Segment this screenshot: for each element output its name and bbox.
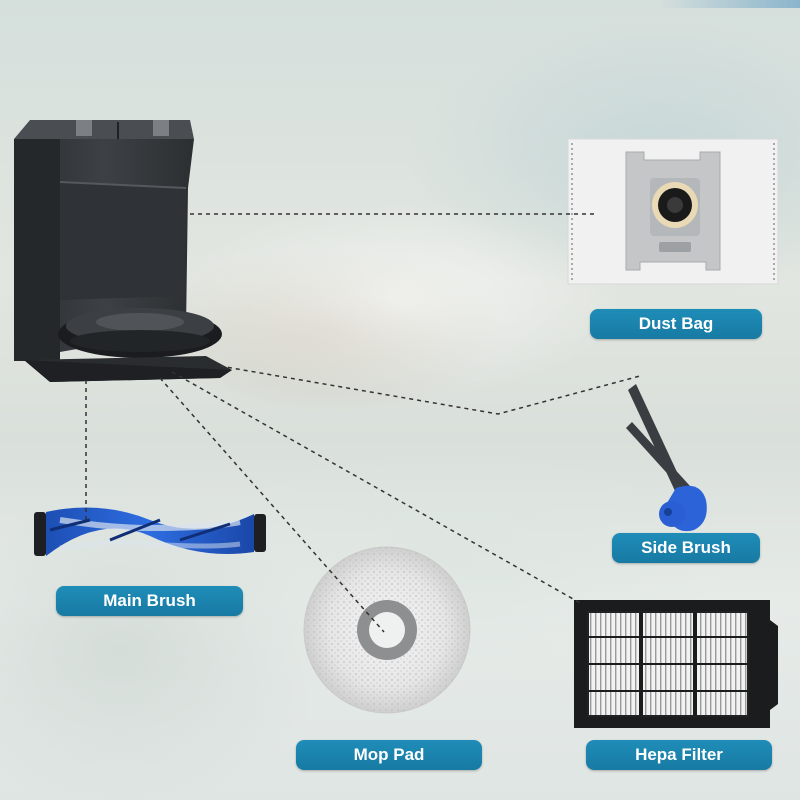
main-brush-label: Main Brush bbox=[56, 586, 243, 616]
dust-bag-label: Dust Bag bbox=[590, 309, 762, 339]
leader-line-mop-pad bbox=[159, 377, 385, 633]
decorative-strip bbox=[660, 0, 800, 8]
side-brush-label: Side Brush bbox=[612, 533, 760, 563]
mop-pad-label: Mop Pad bbox=[296, 740, 482, 770]
mop-pad-image bbox=[303, 546, 471, 714]
hepa-filter-label: Hepa Filter bbox=[586, 740, 772, 770]
dust-bag-image bbox=[567, 138, 779, 285]
leader-lines bbox=[85, 213, 641, 633]
leader-line-hepa-filter bbox=[171, 371, 583, 605]
robot-vacuum-station-image bbox=[14, 120, 232, 382]
hepa-filter-image bbox=[574, 600, 778, 728]
side-brush-image bbox=[626, 384, 707, 532]
leader-line-side-brush bbox=[219, 365, 641, 415]
main-brush-image bbox=[34, 507, 266, 556]
